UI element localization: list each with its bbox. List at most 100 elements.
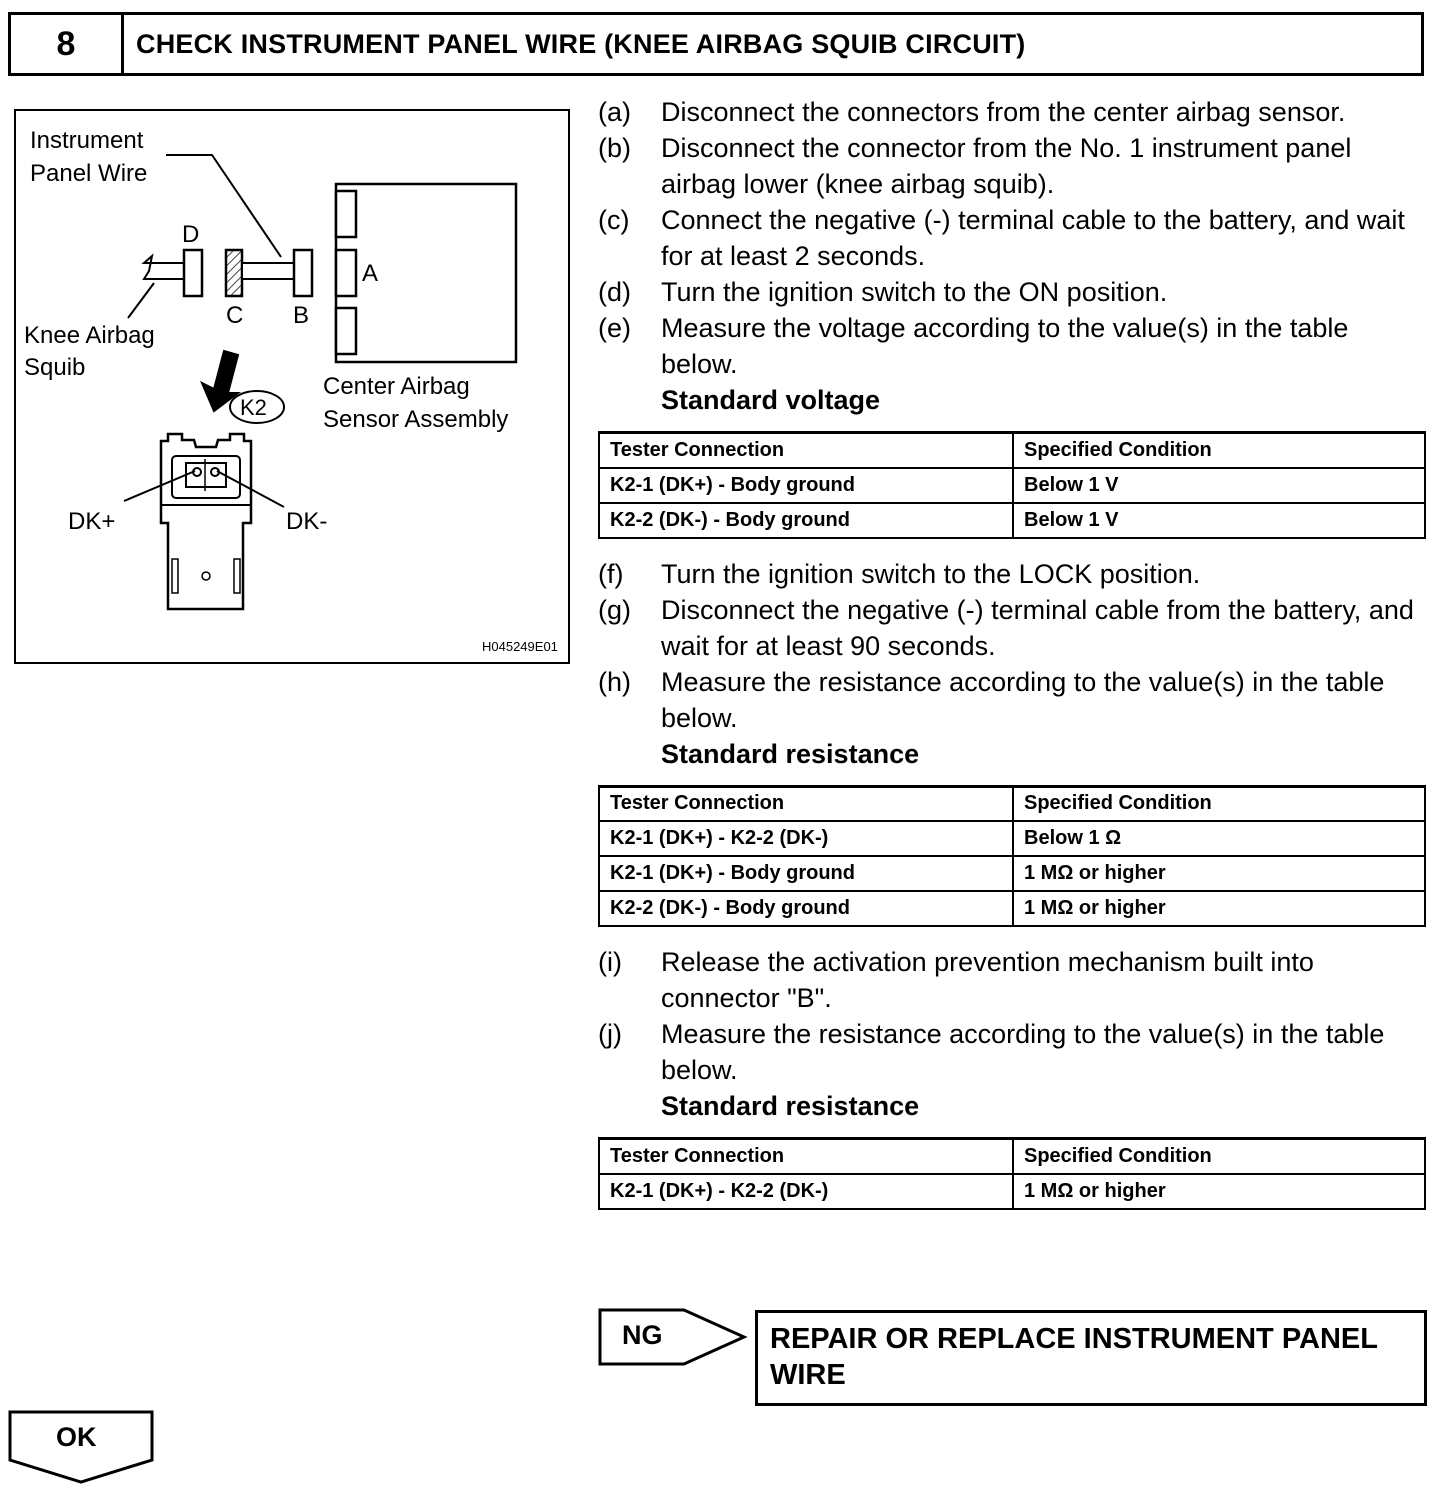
step-letter: (a) xyxy=(598,97,631,127)
label-instrument-panel-wire-1: Instrument xyxy=(30,127,144,154)
k2-terminal-block xyxy=(185,462,227,488)
step-letter: (c) xyxy=(598,205,630,235)
procedure-steps: (a) Disconnect the connectors from the c… xyxy=(598,94,1428,1227)
connector-d xyxy=(182,248,204,298)
table-cell: Below 1 Ω xyxy=(1012,820,1426,857)
table3-title: Standard resistance xyxy=(661,1091,920,1121)
leader-dkplus xyxy=(123,470,196,502)
table-header-row: Tester Connection Specified Condition xyxy=(598,1137,1426,1175)
step-number: 8 xyxy=(11,15,124,73)
step-text: Measure the voltage according to the val… xyxy=(661,313,1349,379)
view-arrow-icon xyxy=(200,349,241,413)
wiring-diagram: Instrument Panel Wire D C B A Center Air… xyxy=(14,109,570,664)
ok-arrow-icon xyxy=(8,1410,154,1484)
table-cell: K2-2 (DK-) - Body ground xyxy=(598,890,1014,927)
step-text: Disconnect the negative (-) terminal cab… xyxy=(661,594,1414,661)
step-e: (e) Measure the voltage according to the… xyxy=(598,310,1428,382)
step-letter: (g) xyxy=(598,594,631,625)
step-g: (g) Disconnect the negative (-) terminal… xyxy=(598,592,1428,664)
label-center-airbag-2: Sensor Assembly xyxy=(323,406,508,433)
section-header: 8 CHECK INSTRUMENT PANEL WIRE (KNEE AIRB… xyxy=(8,12,1424,76)
label-d: D xyxy=(182,221,199,248)
section-title: CHECK INSTRUMENT PANEL WIRE (KNEE AIRBAG… xyxy=(136,28,1026,59)
step-f: (f) Turn the ignition switch to the LOCK… xyxy=(598,556,1428,592)
step-letter: (b) xyxy=(598,133,631,163)
table-cell: 1 MΩ or higher xyxy=(1012,855,1426,892)
label-knee-airbag-1: Knee Airbag xyxy=(24,322,155,349)
label-dkplus: DK+ xyxy=(68,508,115,535)
table-row: K2-1 (DK+) - K2-2 (DK-) 1 MΩ or higher xyxy=(598,1172,1426,1210)
step-h: (h) Measure the resistance according to … xyxy=(598,664,1428,736)
step-letter: (j) xyxy=(598,1019,622,1049)
label-knee-airbag-2: Squib xyxy=(24,354,85,381)
step-text: Connect the negative (-) terminal cable … xyxy=(661,205,1405,271)
step-i: (i) Release the activation prevention me… xyxy=(598,944,1428,1016)
table-header-cell: Tester Connection xyxy=(598,431,1014,469)
ng-arrow: NG xyxy=(598,1308,748,1366)
resistance-table-1: Tester Connection Specified Condition K2… xyxy=(598,784,1426,927)
connector-diagram-svg: Instrument Panel Wire D C B A Center Air… xyxy=(24,127,558,654)
table-cell: K2-1 (DK+) - Body ground xyxy=(598,855,1014,892)
label-b: B xyxy=(293,302,309,329)
table-header-cell: Tester Connection xyxy=(598,1137,1014,1175)
label-dkminus: DK- xyxy=(286,508,327,535)
connector-c xyxy=(224,248,244,298)
label-c: C xyxy=(226,302,243,329)
table-cell: 1 MΩ or higher xyxy=(1012,890,1426,927)
k2-hole xyxy=(201,571,211,581)
step-text: Turn the ignition switch to the ON posit… xyxy=(661,277,1168,307)
leader-line-instrument xyxy=(166,154,282,258)
step-letter: (i) xyxy=(598,947,622,977)
table-header-cell: Tester Connection xyxy=(598,784,1014,822)
ng-label: NG xyxy=(622,1320,663,1350)
label-instrument-panel-wire-2: Panel Wire xyxy=(30,160,147,187)
table-header-row: Tester Connection Specified Condition xyxy=(598,431,1426,469)
instrument-panel-wire xyxy=(241,262,295,280)
table-cell: K2-2 (DK-) - Body ground xyxy=(598,501,1014,539)
table-row: K2-2 (DK-) - Body ground Below 1 V xyxy=(598,501,1426,539)
sensor-slot-1 xyxy=(334,189,358,239)
step-letter: (d) xyxy=(598,277,631,307)
step-j: (j) Measure the resistance according to … xyxy=(598,1016,1428,1088)
table-header-cell: Specified Condition xyxy=(1012,784,1426,822)
table-cell: 1 MΩ or higher xyxy=(1012,1172,1426,1210)
label-k2: K2 xyxy=(240,395,267,420)
label-a: A xyxy=(362,260,378,287)
ok-arrow: OK xyxy=(8,1410,154,1484)
resistance-table-2: Tester Connection Specified Condition K2… xyxy=(598,1137,1426,1210)
step-letter: (f) xyxy=(598,558,624,589)
figure-code: H045249E01 xyxy=(482,639,558,654)
leader-line-knee xyxy=(127,282,155,319)
table-row: K2-1 (DK+) - Body ground Below 1 V xyxy=(598,466,1426,504)
k2-latch-right xyxy=(233,558,241,594)
table-row: K2-1 (DK+) - K2-2 (DK-) Below 1 Ω xyxy=(598,820,1426,857)
step-text: Measure the resistance according to the … xyxy=(661,666,1385,733)
table-header-cell: Specified Condition xyxy=(1012,1137,1426,1175)
step-text: Measure the resistance according to the … xyxy=(661,1019,1385,1085)
step-text: Disconnect the connector from the No. 1 … xyxy=(661,133,1352,199)
step-a: (a) Disconnect the connectors from the c… xyxy=(598,94,1428,130)
ng-arrow-icon xyxy=(598,1308,748,1366)
leader-dkminus xyxy=(216,470,285,508)
ng-result-box: REPAIR OR REPLACE INSTRUMENT PANEL WIRE xyxy=(755,1310,1427,1406)
voltage-table: Tester Connection Specified Condition K2… xyxy=(598,431,1426,539)
table-row: K2-1 (DK+) - Body ground 1 MΩ or higher xyxy=(598,855,1426,892)
table-row: K2-2 (DK-) - Body ground 1 MΩ or higher xyxy=(598,890,1426,927)
sensor-slot-3 xyxy=(334,306,358,356)
squib-wire-stub xyxy=(141,253,185,280)
step-letter: (h) xyxy=(598,666,631,697)
table-cell: Below 1 V xyxy=(1012,466,1426,504)
table-cell: K2-1 (DK+) - K2-2 (DK-) xyxy=(598,820,1014,857)
table1-title: Standard voltage xyxy=(661,385,881,415)
table-header-cell: Specified Condition xyxy=(1012,431,1426,469)
table-cell: Below 1 V xyxy=(1012,501,1426,539)
step-d: (d) Turn the ignition switch to the ON p… xyxy=(598,274,1428,310)
step-c: (c) Connect the negative (-) terminal ca… xyxy=(598,202,1428,274)
step-text: Turn the ignition switch to the LOCK pos… xyxy=(661,558,1201,589)
label-center-airbag-1: Center Airbag xyxy=(323,373,470,400)
table-cell: K2-1 (DK+) - K2-2 (DK-) xyxy=(598,1172,1014,1210)
step-text: Release the activation prevention mechan… xyxy=(661,947,1314,1013)
k2-latch-left xyxy=(171,558,179,594)
center-airbag-sensor xyxy=(334,182,518,364)
step-text: Disconnect the connectors from the cente… xyxy=(661,97,1346,127)
